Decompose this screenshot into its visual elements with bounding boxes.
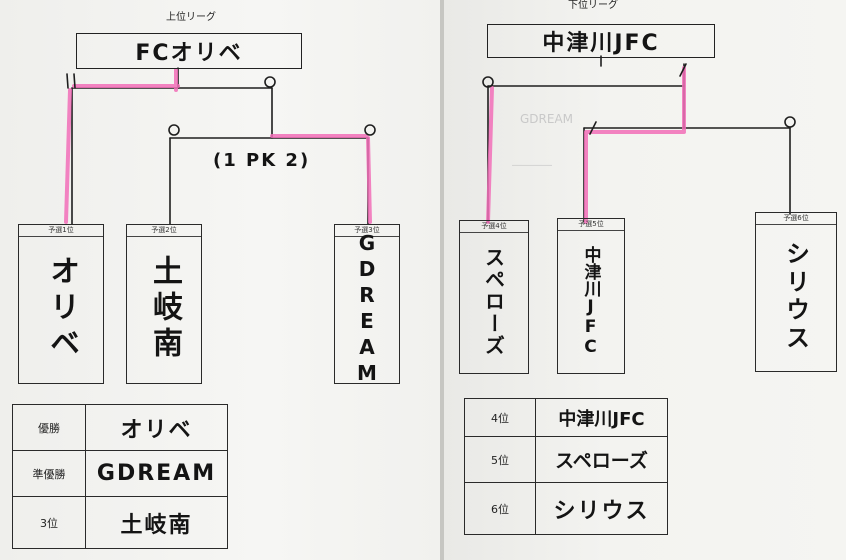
lower-team-card-4: 予選4位 スペローズ: [459, 220, 529, 374]
team-name: 土岐南: [147, 255, 182, 363]
team-name: 中津川JFC: [580, 245, 601, 357]
upper-nodes: [66, 73, 376, 136]
rank-label: 準優勝: [12, 450, 86, 497]
table-row: 5位 スペローズ: [464, 436, 668, 483]
rank-team: スペローズ: [535, 436, 668, 483]
seed-label: 予選6位: [756, 213, 836, 225]
rank-label: 3位: [12, 496, 86, 549]
rank-label: 4位: [464, 398, 536, 437]
rank-team: オリベ: [85, 404, 228, 451]
table-row: 6位 シリウス: [464, 482, 668, 535]
team-name: オリベ: [44, 255, 79, 363]
rank-team: 土岐南: [85, 496, 228, 549]
seed-label: 予選3位: [335, 225, 399, 237]
team-name: スペローズ: [481, 247, 506, 357]
table-row: 準優勝 GDREAM: [12, 450, 228, 497]
lower-winner-path: [486, 66, 686, 224]
upper-team-card-1: 予選1位 オリベ: [18, 224, 104, 384]
seed-label: 予選2位: [127, 225, 201, 237]
upper-team-card-3: 予選3位 GDREAM: [334, 224, 400, 387]
pk-score-note: (1 PK 2): [213, 150, 311, 171]
show-through-text: GDREAM: [520, 112, 574, 126]
rank-label: 5位: [464, 436, 536, 483]
lower-league-header: 下位リーグ: [568, 0, 618, 11]
lower-team-card-6: 予選6位 シリウス: [755, 212, 837, 372]
lower-bracket-black: [487, 55, 791, 223]
rank-team: シリウス: [535, 482, 668, 535]
upper-champion-box: FCオリベ: [76, 33, 302, 69]
table-row: 優勝 オリベ: [12, 404, 228, 451]
upper-team-card-2: 予選2位 土岐南: [126, 224, 202, 384]
show-through-text: ――――: [512, 160, 552, 171]
upper-results-table: 優勝 オリベ 準優勝 GDREAM 3位 土岐南: [12, 404, 228, 549]
lower-team-card-5: 予選5位 中津川JFC: [557, 218, 625, 374]
table-row: 4位 中津川JFC: [464, 398, 668, 437]
team-name: GDREAM: [355, 231, 379, 387]
team-name: シリウス: [781, 241, 810, 353]
page-fold: [440, 0, 444, 560]
table-row: 3位 土岐南: [12, 496, 228, 549]
lower-results-table: 4位 中津川JFC 5位 スペローズ 6位 シリウス: [464, 398, 668, 535]
seed-label: 予選4位: [460, 221, 528, 233]
seed-label: 予選5位: [558, 219, 624, 231]
upper-league-header: 上位リーグ: [166, 12, 216, 23]
seed-label: 予選1位: [19, 225, 103, 237]
rank-label: 優勝: [12, 404, 86, 451]
lower-nodes: [482, 63, 796, 135]
upper-bracket-black: [71, 67, 369, 225]
upper-winner-path: [64, 68, 372, 224]
rank-label: 6位: [464, 482, 536, 535]
rank-team: GDREAM: [85, 450, 228, 497]
rank-team: 中津川JFC: [535, 398, 668, 437]
lower-champion-box: 中津川JFC: [487, 24, 715, 58]
